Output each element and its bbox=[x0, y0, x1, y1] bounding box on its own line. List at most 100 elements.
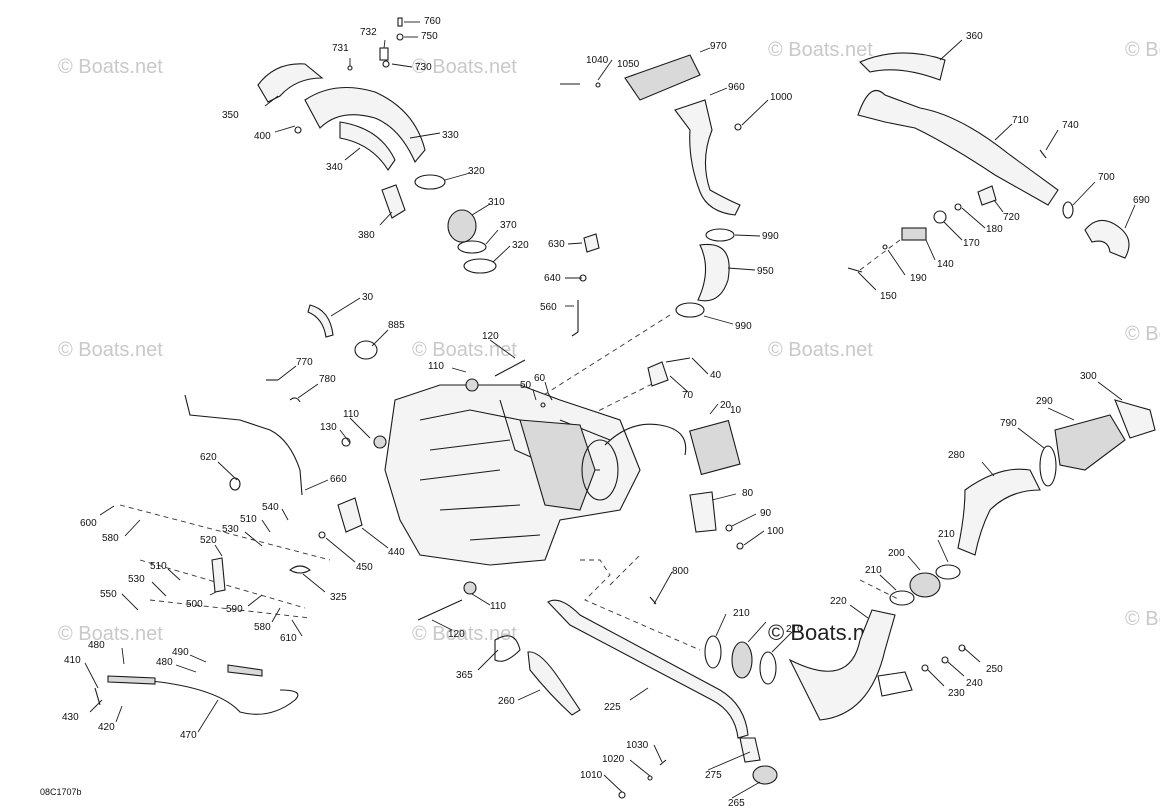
part-990 bbox=[675, 302, 705, 318]
callout-990: 990 bbox=[735, 321, 752, 332]
part-290 bbox=[1054, 414, 1126, 471]
callout-260: 260 bbox=[498, 696, 515, 707]
callout-290: 290 bbox=[1036, 396, 1053, 407]
callout-800: 800 bbox=[672, 566, 689, 577]
part-140 bbox=[901, 227, 927, 241]
callout-590: 590 bbox=[226, 604, 243, 615]
callout-1000: 1000 bbox=[770, 92, 793, 103]
part-120 bbox=[494, 359, 526, 377]
callout-225: 225 bbox=[604, 702, 621, 713]
callout-700: 700 bbox=[1098, 172, 1115, 183]
part-60 bbox=[547, 392, 553, 401]
part-265 bbox=[752, 765, 778, 785]
callout-740: 740 bbox=[1062, 120, 1079, 131]
part-240 bbox=[941, 656, 949, 664]
watermark: © Boats.net bbox=[1125, 323, 1160, 345]
callout-420: 420 bbox=[98, 722, 115, 733]
callout-365: 365 bbox=[456, 670, 473, 681]
part-470 bbox=[119, 677, 299, 715]
part-40 bbox=[665, 357, 691, 363]
part-750 bbox=[396, 33, 404, 41]
callout-600: 600 bbox=[80, 518, 97, 529]
callout-770: 770 bbox=[296, 357, 313, 368]
callout-240: 240 bbox=[966, 678, 983, 689]
watermark: © Boats.net bbox=[1125, 608, 1160, 630]
callout-300: 300 bbox=[1080, 371, 1097, 382]
watermark: © Boats.net bbox=[58, 56, 163, 78]
engine-intake bbox=[581, 439, 619, 501]
callout-530: 530 bbox=[222, 524, 239, 535]
watermark: © Boats.net bbox=[58, 339, 163, 361]
part-100 bbox=[736, 542, 744, 550]
callout-732: 732 bbox=[360, 27, 377, 38]
callout-440: 440 bbox=[388, 547, 405, 558]
part-365 bbox=[494, 635, 521, 662]
callout-1040: 1040 bbox=[586, 55, 609, 66]
part-732 bbox=[379, 47, 389, 61]
callout-450: 450 bbox=[356, 562, 373, 573]
part-350 bbox=[257, 63, 324, 103]
callout-320: 320 bbox=[468, 166, 485, 177]
callout-80: 80 bbox=[742, 488, 754, 499]
callout-750: 750 bbox=[421, 31, 438, 42]
part-110 bbox=[373, 435, 387, 449]
left-group bbox=[94, 233, 600, 715]
exhaust-group bbox=[847, 52, 1130, 273]
callout-180: 180 bbox=[986, 224, 1003, 235]
throttle-body bbox=[519, 419, 596, 511]
part-120 bbox=[417, 599, 463, 621]
callout-210: 210 bbox=[865, 565, 882, 576]
part-210 bbox=[759, 651, 777, 685]
part-440 bbox=[337, 497, 363, 533]
callout-480: 480 bbox=[156, 657, 173, 668]
callout-275: 275 bbox=[705, 770, 722, 781]
callout-620: 620 bbox=[200, 452, 217, 463]
part-620 bbox=[184, 394, 303, 496]
callout-710: 710 bbox=[1012, 115, 1029, 126]
part-620-clip bbox=[229, 477, 241, 491]
engine-group bbox=[289, 357, 744, 621]
callout-320: 320 bbox=[512, 240, 529, 251]
callout-1010: 1010 bbox=[580, 770, 603, 781]
part-710 bbox=[857, 90, 1059, 206]
part-760 bbox=[397, 17, 403, 27]
callout-500: 500 bbox=[186, 599, 203, 610]
callout-580: 580 bbox=[254, 622, 271, 633]
part-450 bbox=[318, 531, 326, 539]
part-560 bbox=[571, 300, 579, 337]
callout-410: 410 bbox=[64, 655, 81, 666]
part-220-bracket bbox=[877, 671, 913, 697]
part-1020 bbox=[647, 775, 653, 781]
callout-40: 40 bbox=[710, 370, 722, 381]
callout-490: 490 bbox=[172, 647, 189, 658]
callout-380: 380 bbox=[358, 230, 375, 241]
callout-210: 210 bbox=[733, 608, 750, 619]
part-280 bbox=[957, 468, 1041, 556]
callout-90: 90 bbox=[760, 508, 772, 519]
callout-480: 480 bbox=[88, 640, 105, 651]
callout-250: 250 bbox=[986, 664, 1003, 675]
watermark: © Boats.net bbox=[768, 339, 873, 361]
part-200 bbox=[909, 572, 941, 598]
callout-885: 885 bbox=[388, 320, 405, 331]
callout-540: 540 bbox=[262, 502, 279, 513]
part-885 bbox=[354, 340, 378, 360]
part-80 bbox=[689, 491, 717, 533]
callout-950: 950 bbox=[757, 266, 774, 277]
part-320 bbox=[463, 258, 497, 274]
callout-340: 340 bbox=[326, 162, 343, 173]
bottom-group bbox=[494, 399, 1156, 799]
part-1030 bbox=[659, 759, 667, 766]
callout-510: 510 bbox=[240, 514, 257, 525]
callout-110: 110 bbox=[343, 409, 359, 420]
part-400 bbox=[294, 126, 302, 134]
callout-110: 110 bbox=[428, 361, 444, 372]
callout-1020: 1020 bbox=[602, 754, 625, 765]
watermark: © Boats.net bbox=[768, 39, 873, 61]
part-360 bbox=[859, 52, 946, 81]
part-330 bbox=[304, 87, 426, 164]
callout-100: 100 bbox=[767, 526, 784, 537]
part-740 bbox=[1039, 149, 1047, 159]
part-90 bbox=[725, 524, 733, 532]
